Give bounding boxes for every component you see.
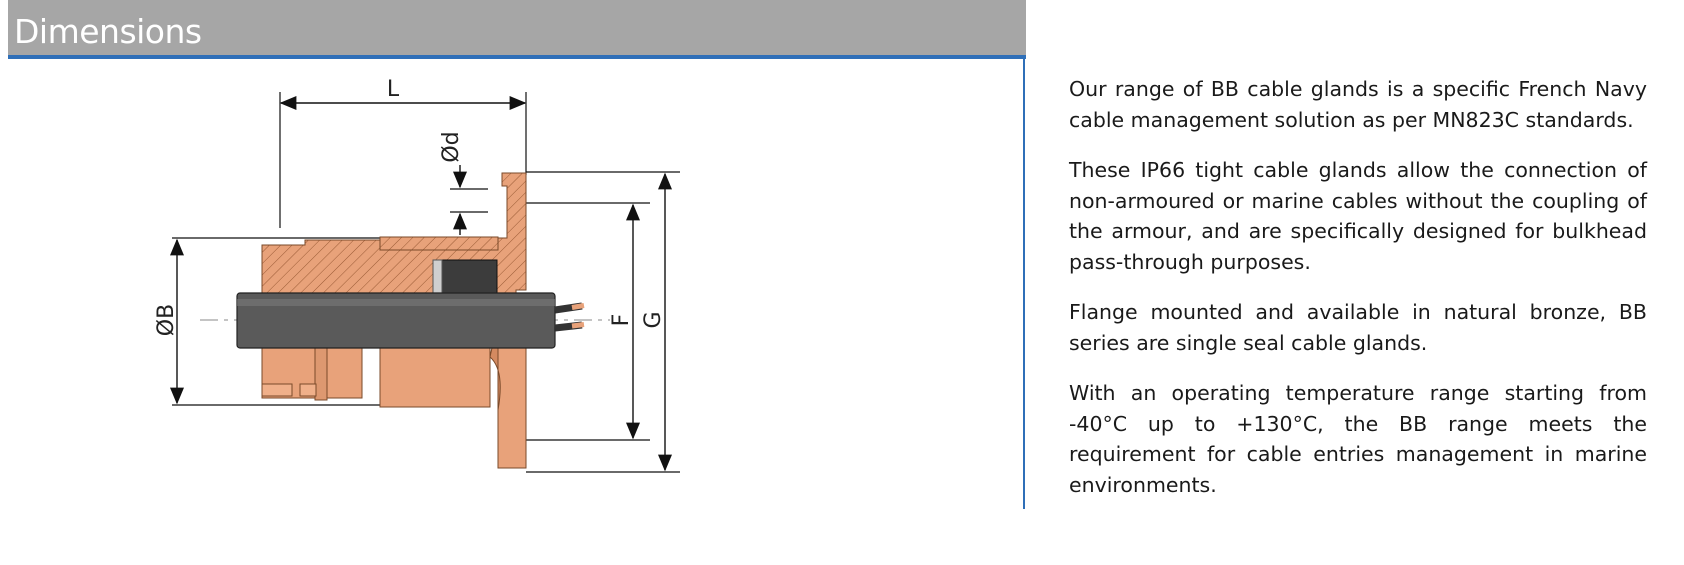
dimension-label-d: Ød <box>439 131 464 162</box>
extension-lines <box>172 92 680 473</box>
section-header: Dimensions <box>8 0 1026 59</box>
paragraph: Our range of BB cable glands is a specif… <box>1069 77 1647 132</box>
dimension-label-f: F <box>609 314 634 327</box>
paragraph: With an operating temperature range star… <box>1069 381 1647 497</box>
dimension-lines <box>170 96 672 472</box>
cable-conductors <box>554 302 585 332</box>
paragraph: Flange mounted and available in natural … <box>1069 300 1647 355</box>
cable-gland-dimension-drawing: L Ød ØB F G <box>154 77 680 473</box>
dimension-label-l: L <box>387 77 400 102</box>
paragraph: These IP66 tight cable glands allow the … <box>1069 158 1647 274</box>
column-divider <box>1023 59 1025 509</box>
cable <box>236 292 556 349</box>
section-title: Dimensions <box>14 12 202 51</box>
dimension-label-b: ØB <box>154 304 179 336</box>
seal-insert <box>441 259 498 297</box>
description-text: Our range of BB cable glands is a specif… <box>1069 74 1647 520</box>
seal-washer <box>432 259 443 297</box>
dimension-label-g: G <box>641 311 666 328</box>
